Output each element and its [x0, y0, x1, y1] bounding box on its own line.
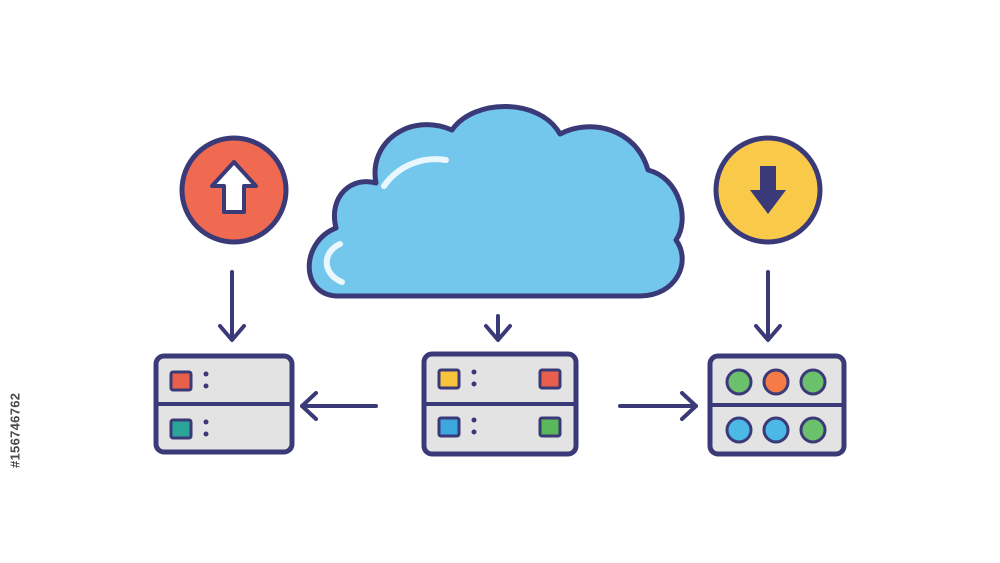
status-led — [538, 368, 562, 390]
status-led — [437, 368, 461, 390]
status-led — [169, 418, 193, 440]
status-dot — [762, 368, 790, 396]
status-dot — [762, 416, 790, 444]
upload-badge — [179, 135, 289, 245]
arrow-download-to-right-server — [754, 270, 782, 342]
status-led — [437, 416, 461, 438]
arrow-cloud-to-center-server — [484, 314, 512, 342]
status-led — [169, 370, 193, 392]
arrow-center-to-right-server — [618, 391, 698, 421]
download-badge — [713, 135, 823, 245]
status-dot — [799, 368, 827, 396]
server-icon-left — [153, 353, 295, 455]
arrow-upload-to-left-server — [218, 270, 246, 342]
arrow-center-to-left-server — [300, 391, 378, 421]
status-led — [538, 416, 562, 438]
arrow-down-icon — [750, 166, 786, 214]
status-dot — [725, 368, 753, 396]
server-icon-right — [707, 353, 847, 457]
server-icon-center — [421, 351, 579, 457]
arrow-up-icon — [210, 160, 258, 214]
cloud-icon — [306, 104, 685, 299]
status-dot — [725, 416, 753, 444]
stock-id-label: #156746762 — [7, 392, 23, 468]
status-dot — [799, 416, 827, 444]
